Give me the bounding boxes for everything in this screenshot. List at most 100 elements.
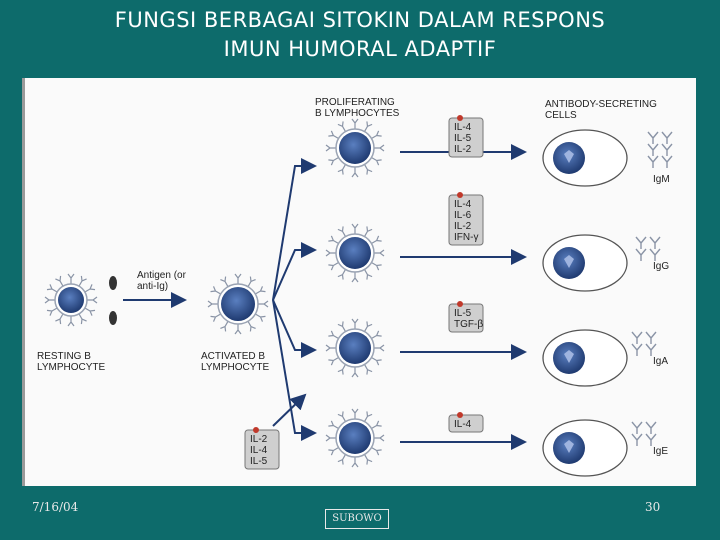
cell-nucleus — [339, 332, 371, 364]
cell-nucleus — [58, 287, 84, 313]
antigen-mark — [109, 311, 117, 325]
receptor-mark — [55, 275, 65, 288]
receptor-mark — [210, 312, 222, 322]
antibody-mark — [645, 433, 657, 446]
cytokine-arrow — [272, 393, 307, 427]
antibody-mark — [661, 155, 673, 168]
cytokine-box-bg — [448, 194, 484, 246]
receptor-mark — [370, 446, 382, 456]
receptor-mark — [370, 356, 382, 366]
resting-b-label-line: RESTING B — [37, 351, 91, 362]
antibody-mark — [647, 155, 659, 168]
cytokine-dot — [457, 115, 463, 121]
receptor-mark — [363, 121, 373, 133]
antibody-mark — [645, 421, 657, 434]
cytokine-label: IL-4 — [454, 199, 472, 210]
receptor-mark — [328, 420, 340, 430]
cytokine-label: IL-2 — [250, 434, 268, 445]
branch-arrow-3 — [272, 299, 317, 358]
receptor-mark — [83, 306, 96, 316]
cytokine-label: IL-5 — [250, 456, 268, 467]
plasma-cell-3 — [542, 329, 628, 387]
plasma-cell-highlight — [564, 255, 574, 268]
antibodies-2 — [635, 236, 661, 261]
antibody-mark — [661, 131, 673, 144]
title-line-1: FUNGSI BERBAGAI SITOKIN DALAM RESPONS — [114, 8, 606, 32]
cytokine-dot — [457, 192, 463, 198]
receptor-mark — [328, 330, 340, 340]
antigen-mark — [109, 276, 117, 290]
receptor-mark — [220, 320, 230, 332]
cytokine-label: IL-4 — [454, 419, 472, 430]
receptor-mark — [363, 321, 373, 333]
receptor-mark — [77, 312, 87, 325]
antibody-mark — [649, 236, 661, 249]
receptor-mark — [77, 275, 87, 288]
receptor-mark — [337, 363, 347, 375]
title-line-2: IMUN HUMORAL ADAPTIF — [223, 37, 497, 61]
antibodies-4 — [631, 421, 657, 446]
cells-layer — [44, 118, 673, 477]
antibody-mark — [661, 143, 673, 156]
proliferating-label-line: B LYMPHOCYTES — [315, 108, 400, 119]
receptor-mark — [328, 130, 340, 140]
slide-title: FUNGSI BERBAGAI SITOKIN DALAM RESPONS IM… — [0, 6, 720, 64]
receptor-mark — [55, 312, 65, 325]
cytokine-label: IL-5 — [454, 133, 472, 144]
antibody-mark — [647, 143, 659, 156]
antibody-mark — [631, 421, 643, 434]
activated-b-label-line: LYMPHOCYTE — [201, 362, 269, 373]
plasma-cell-highlight — [564, 150, 574, 163]
cytokine-box-bg — [448, 117, 484, 158]
cell-nucleus — [221, 287, 255, 321]
receptor-mark — [337, 453, 347, 465]
antigen-label-line: Antigen (or — [137, 270, 187, 281]
author-box: SUBOWO — [325, 509, 389, 529]
cytokine-box-1: IL-4IL-5IL-2 — [448, 115, 484, 158]
antibody-mark — [635, 248, 647, 261]
antibody-mark — [631, 433, 643, 446]
activated-b-label-line: ACTIVATED B — [201, 351, 265, 362]
receptor-mark — [337, 226, 347, 238]
resting-b-label-line: LYMPHOCYTE — [37, 362, 105, 373]
receptor-mark — [363, 163, 373, 175]
antibody-class-label: IgG — [653, 261, 669, 272]
receptor-mark — [328, 261, 340, 271]
receptor-mark — [337, 268, 347, 280]
cytokine-label: IL-2 — [454, 221, 472, 232]
antibodies-3 — [631, 331, 657, 356]
activation-cytokine-box: IL-2IL-4IL-5 — [244, 427, 280, 470]
receptor-mark — [337, 411, 347, 423]
antibody-mark — [631, 343, 643, 356]
antibody-mark — [645, 343, 657, 356]
cytokine-label: IFN-γ — [454, 232, 478, 243]
plasma-cell-highlight — [564, 350, 574, 363]
receptor-mark — [370, 420, 382, 430]
antibody-class-label: IgM — [653, 174, 670, 185]
antibody-mark — [631, 331, 643, 344]
arrows — [123, 158, 317, 441]
cell-nucleus — [339, 132, 371, 164]
cell-nucleus — [339, 237, 371, 269]
receptor-mark — [370, 330, 382, 340]
antibodies-1 — [647, 131, 673, 168]
cytokine-label: IL-2 — [454, 144, 472, 155]
secreting-cells-label-line: CELLS — [545, 110, 577, 121]
receptor-mark — [363, 268, 373, 280]
receptor-mark — [246, 320, 256, 332]
antibody-mark — [645, 331, 657, 344]
receptor-mark — [370, 261, 382, 271]
cytokine-dot — [457, 301, 463, 307]
antibody-mark — [649, 248, 661, 261]
proliferating-b-cell-4 — [325, 408, 385, 468]
receptor-mark — [46, 284, 59, 294]
resting-b-cell — [44, 273, 98, 327]
cytokine-dot — [457, 412, 463, 418]
receptor-mark — [363, 363, 373, 375]
